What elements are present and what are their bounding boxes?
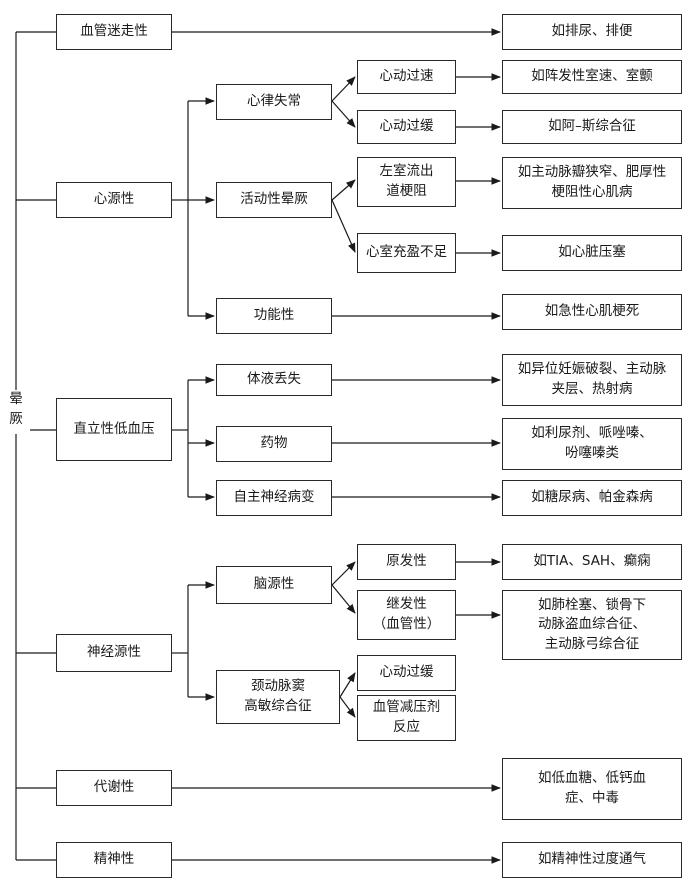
category-cardiogenic: 心源性 <box>56 182 172 218</box>
node-functional: 功能性 <box>216 298 332 334</box>
example-secondary: 如肺栓塞、锁骨下 动脉盗血综合征、 主动脉弓综合征 <box>502 590 682 660</box>
category-orthostatic: 直立性低血压 <box>56 398 172 461</box>
arrow-primary <box>331 561 356 586</box>
node-active-syncope: 活动性晕厥 <box>216 182 332 218</box>
arrow-secondary <box>331 584 356 614</box>
example-metabolic: 如低血糖、低钙血 症、中毒 <box>502 758 682 820</box>
example-autonomic: 如糖尿病、帕金森病 <box>502 480 682 516</box>
node-secondary-vascular: 继发性 （血管性） <box>357 590 456 640</box>
node-fluid-loss: 体液丢失 <box>216 364 332 396</box>
category-vascular: 血管迷走性 <box>56 14 172 50</box>
example-vascular: 如排尿、排便 <box>502 14 682 50</box>
example-functional: 如急性心肌梗死 <box>502 294 682 330</box>
node-filling-insufficient: 心室充盈不足 <box>357 233 456 273</box>
node-primary: 原发性 <box>357 544 456 580</box>
example-primary: 如TIA、SAH、癫痫 <box>502 544 682 580</box>
node-carotid-sinus: 颈动脉窦 高敏综合征 <box>216 670 340 724</box>
arrow-brady <box>331 100 356 128</box>
arrow-lvot <box>331 179 356 201</box>
category-neurogenic: 神经源性 <box>56 634 172 672</box>
example-tachycardia: 如阵发性室速、室颤 <box>502 60 682 94</box>
example-fluid-loss: 如异位妊娠破裂、主动脉 夹层、热射病 <box>502 354 682 406</box>
node-bradycardia: 心动过缓 <box>357 110 456 144</box>
root-label-syncope: 晕 厥 <box>2 390 30 434</box>
example-drugs: 如利尿剂、哌唑嗪、 吩噻嗪类 <box>502 418 682 470</box>
node-autonomic: 自主神经病变 <box>216 480 332 516</box>
arrow-carotid-brady <box>339 672 356 698</box>
example-psychiatric: 如精神性过度通气 <box>502 842 682 878</box>
node-carotid-bradycardia: 心动过缓 <box>357 655 456 691</box>
example-lvot: 如主动脉瓣狭窄、肥厚性 梗阻性心肌病 <box>502 157 682 209</box>
node-cerebral: 脑源性 <box>216 566 332 604</box>
node-vasodepressor: 血管减压剂 反应 <box>357 695 456 741</box>
node-lvot-obstruction: 左室流出 道梗阻 <box>357 157 456 207</box>
node-drugs: 药物 <box>216 426 332 462</box>
example-bradycardia: 如阿–斯综合征 <box>502 110 682 144</box>
category-psychiatric: 精神性 <box>56 842 172 878</box>
arrow-tachy <box>331 76 356 102</box>
node-tachycardia: 心动过速 <box>357 60 456 94</box>
category-metabolic: 代谢性 <box>56 770 172 806</box>
arrow-filling <box>331 199 356 253</box>
arrow-vasodepressor <box>339 696 356 718</box>
node-arrhythmia: 心律失常 <box>216 84 332 120</box>
example-filling: 如心脏压塞 <box>502 235 682 271</box>
